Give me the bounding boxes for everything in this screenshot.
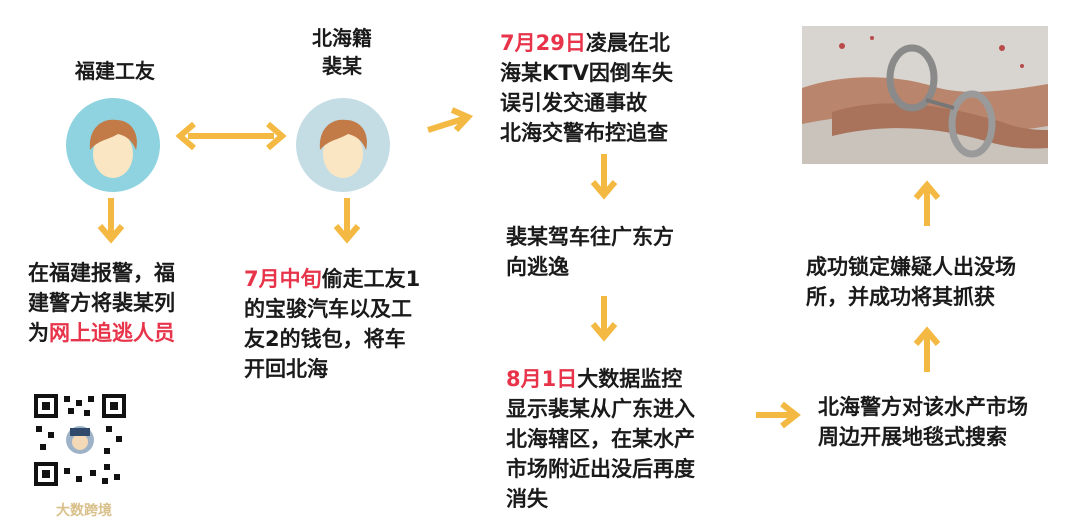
- col3-top-line4: 北海交警布控追查: [500, 118, 730, 148]
- arrow-right-icon: [424, 104, 474, 140]
- col3-mid-line1: 裴某驾车往广东方: [506, 222, 736, 252]
- col2-line1-highlight: 7月中旬: [244, 267, 322, 291]
- arrow-up-icon: [913, 326, 941, 374]
- qr-code: [32, 392, 128, 488]
- arrow-right-icon: [754, 400, 802, 430]
- col3-mid-text: 裴某驾车往广东方 向逃逸: [506, 222, 736, 282]
- col3-top-text: 7月29日凌晨在北 海某KTV因倒车失 误引发交通事故 北海交警布控追查: [500, 28, 730, 148]
- col3-bottom-line2: 显示裴某从广东进入: [506, 394, 746, 424]
- person2-label-line1: 北海籍: [285, 24, 399, 52]
- handcuffs-photo: [802, 26, 1048, 164]
- arrow-down-icon: [590, 152, 618, 200]
- col4-mid-line2: 所，并成功将其抓获: [806, 282, 1056, 312]
- col4-bottom-text: 北海警方对该水产市场 周边开展地毯式搜索: [818, 392, 1068, 452]
- watermark: 大数跨境: [56, 500, 112, 520]
- col1-line3-highlight: 网上追逃人员: [49, 321, 175, 345]
- col3-bottom-line4: 市场附近出没后再度: [506, 454, 746, 484]
- double-arrow-icon: [172, 118, 290, 154]
- col3-top-line1: 7月29日凌晨在北: [500, 28, 730, 58]
- col2-line4: 开回北海: [244, 354, 456, 384]
- col1-line3: 为网上追逃人员: [28, 318, 208, 348]
- col1-line2: 建警方将裴某列: [28, 288, 208, 318]
- person1-label: 福建工友: [58, 57, 172, 85]
- col3-top-line2: 海某KTV因倒车失: [500, 58, 730, 88]
- person1-avatar-icon: [66, 98, 160, 192]
- col3-bottom-line1-rest: 大数据监控: [577, 367, 682, 391]
- col3-bottom-line3: 北海辖区，在某水产: [506, 424, 746, 454]
- col3-bottom-line5: 消失: [506, 484, 746, 514]
- col3-bottom-line1-highlight: 8月1日: [506, 367, 577, 391]
- col3-bottom-text: 8月1日大数据监控 显示裴某从广东进入 北海辖区，在某水产 市场附近出没后再度 …: [506, 364, 746, 514]
- col3-top-line1-rest: 凌晨在北: [586, 31, 670, 55]
- col2-line2: 的宝骏汽车以及工: [244, 294, 456, 324]
- col1-line1: 在福建报警，福: [28, 258, 208, 288]
- col3-top-line3: 误引发交通事故: [500, 88, 730, 118]
- arrow-down-icon: [333, 196, 361, 244]
- col3-top-line1-highlight: 7月29日: [500, 31, 586, 55]
- col2-line1-rest: 偷走工友1: [322, 267, 421, 291]
- arrow-down-icon: [97, 196, 125, 244]
- col1-text: 在福建报警，福 建警方将裴某列 为网上追逃人员: [28, 258, 208, 348]
- person2-label-line2: 裴某: [285, 52, 399, 80]
- arrow-up-icon: [913, 180, 941, 228]
- col4-mid-line1: 成功锁定嫌疑人出没场: [806, 252, 1056, 282]
- col3-bottom-line1: 8月1日大数据监控: [506, 364, 746, 394]
- col2-line1: 7月中旬偷走工友1: [244, 264, 456, 294]
- col1-line3-prefix: 为: [28, 321, 49, 345]
- col4-bottom-line2: 周边开展地毯式搜索: [818, 422, 1068, 452]
- col2-line3: 友2的钱包，将车: [244, 324, 456, 354]
- col4-bottom-line1: 北海警方对该水产市场: [818, 392, 1068, 422]
- arrow-down-icon: [590, 294, 618, 342]
- col4-mid-text: 成功锁定嫌疑人出没场 所，并成功将其抓获: [806, 252, 1056, 312]
- person2-avatar-icon: [296, 98, 390, 192]
- col3-mid-line2: 向逃逸: [506, 252, 736, 282]
- person2-label: 北海籍 裴某: [285, 24, 399, 80]
- col2-text: 7月中旬偷走工友1 的宝骏汽车以及工 友2的钱包，将车 开回北海: [244, 264, 456, 384]
